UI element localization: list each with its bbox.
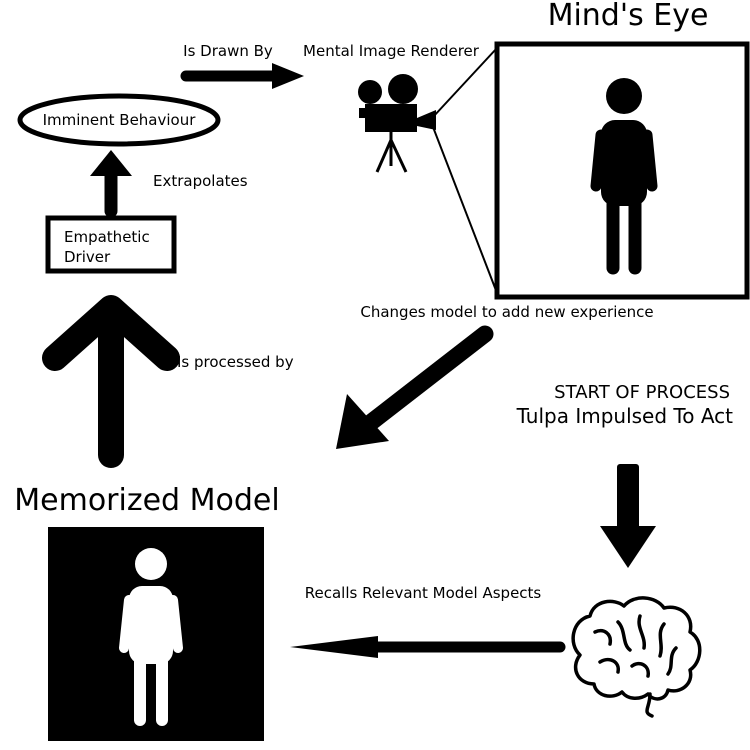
- projection-line-top: [432, 47, 498, 118]
- minds-eye-title: Mind's Eye: [548, 0, 709, 33]
- arrow-recalls: [290, 636, 566, 658]
- movie-camera-icon: [358, 74, 436, 173]
- edge-label-extrapolates: Extrapolates: [153, 172, 248, 190]
- arrow-is-processed-by: [42, 295, 180, 468]
- start-label-line2: Tulpa Impulsed To Act: [516, 404, 734, 428]
- start-label-line1: START OF PROCESS: [554, 382, 730, 403]
- renderer-label: Mental Image Renderer: [303, 42, 480, 60]
- empathetic-driver-label-line1: Empathetic: [64, 228, 150, 246]
- imminent-behaviour-label: Imminent Behaviour: [43, 111, 197, 129]
- edge-label-is-drawn-by: Is Drawn By: [183, 42, 273, 60]
- edge-label-recalls: Recalls Relevant Model Aspects: [305, 584, 542, 602]
- arrow-start-down: [600, 464, 656, 568]
- person-icon: [119, 548, 183, 726]
- arrow-extrapolates: [90, 150, 132, 218]
- projection-line-bottom: [432, 126, 498, 294]
- empathetic-driver-label-line2: Driver: [64, 248, 111, 266]
- arrow-changes-model: [336, 325, 494, 449]
- edge-label-is-processed-by: Is processed by: [177, 353, 294, 371]
- arrow-is-drawn-by: [180, 63, 304, 89]
- imminent-behaviour-node: [17, 93, 221, 147]
- empathetic-driver-node: [45, 215, 177, 274]
- brain-icon: [571, 596, 702, 718]
- memorized-model-title: Memorized Model: [14, 483, 279, 518]
- person-icon: [590, 78, 658, 275]
- edge-label-changes-model: Changes model to add new experience: [360, 303, 653, 321]
